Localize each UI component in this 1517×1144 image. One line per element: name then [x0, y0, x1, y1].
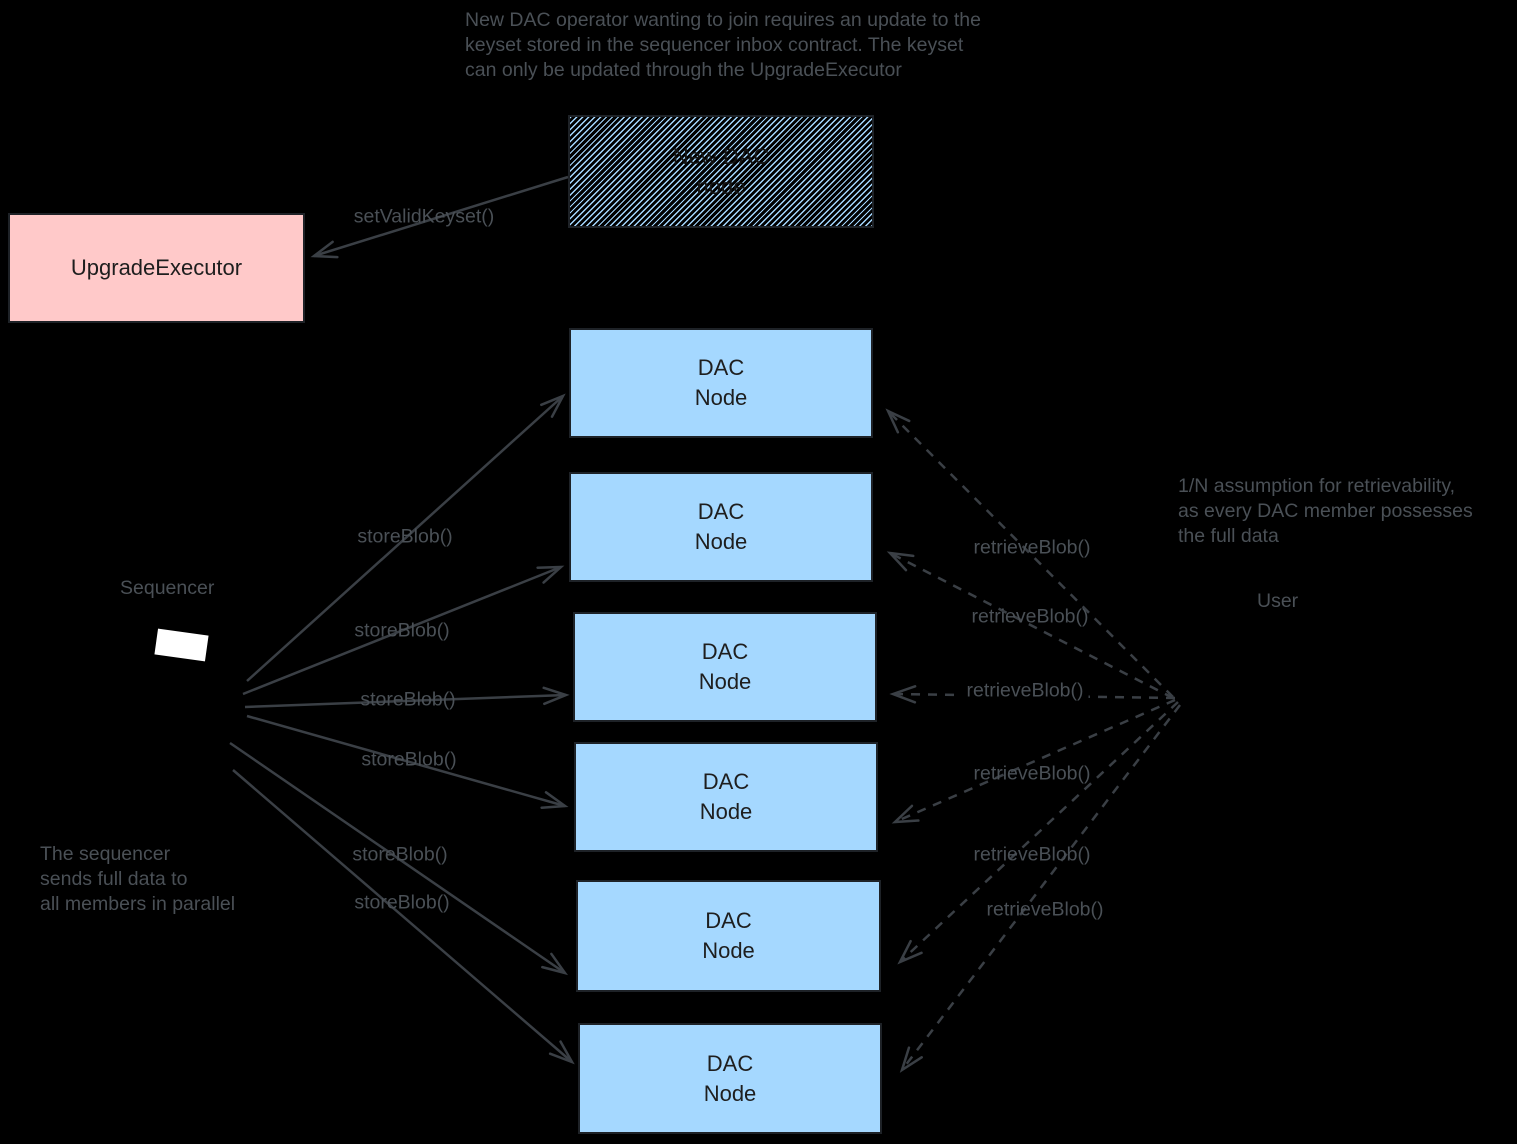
dac-node-box-6: DAC Node: [578, 1023, 882, 1134]
retrieve-blob-label-5: retrieveBlob(): [973, 843, 1091, 866]
set-valid-keyset-arrow: [310, 175, 569, 259]
upgrade-executor-box: UpgradeExecutor: [8, 213, 305, 323]
retrieve-blob-label-2: retrieveBlob(): [971, 605, 1089, 628]
sequencer-label: Sequencer: [120, 577, 215, 599]
retrieve-blob-arrow-4: [891, 698, 1176, 824]
dac-node-box-4: DAC Node: [574, 742, 878, 852]
store-blob-arrow-6: [232, 769, 575, 1065]
new-dac-node-box: New DAC node: [568, 115, 874, 228]
store-blob-label-2: storeBlob(): [354, 619, 450, 642]
dac-node-box-2: DAC Node: [569, 472, 873, 582]
retrieve-blob-label-3: retrieveBlob(): [961, 679, 1089, 703]
retrieve-blob-label-1: retrieveBlob(): [973, 536, 1091, 559]
annotation-top: New DAC operator wanting to join require…: [465, 9, 981, 81]
store-blob-label-4: storeBlob(): [361, 748, 457, 771]
retrieve-blob-arrow-6: [899, 704, 1181, 1073]
dac-node-box-5: DAC Node: [576, 880, 881, 992]
annotation-bottom-left: The sequencer sends full data to all mem…: [40, 843, 236, 915]
store-blob-label-3: storeBlob(): [360, 688, 456, 711]
annotation-right: 1/N assumption for retrievability, as ev…: [1178, 475, 1473, 547]
store-blob-arrow-5: [229, 741, 569, 976]
store-blob-arrow-4: [246, 714, 569, 809]
set-valid-keyset-label: setValidKeyset(): [353, 205, 495, 228]
retrieve-blob-arrow-2: [886, 551, 1174, 700]
dac-node-box-1: DAC Node: [569, 328, 873, 438]
retrieve-blob-label-6: retrieveBlob(): [986, 898, 1104, 921]
store-blob-arrow-3: [244, 686, 570, 709]
dac-node-box-3: DAC Node: [573, 612, 877, 722]
store-blob-label-5: storeBlob(): [352, 843, 448, 866]
retrieve-blob-arrow-5: [897, 701, 1179, 965]
user-label: User: [1257, 590, 1299, 612]
store-blob-arrow-2: [242, 565, 565, 696]
retrieve-blob-label-4: retrieveBlob(): [973, 762, 1091, 785]
store-blob-label-6: storeBlob(): [354, 891, 450, 914]
store-blob-arrow-1: [246, 393, 566, 682]
store-blob-label-1: storeBlob(): [357, 525, 453, 548]
